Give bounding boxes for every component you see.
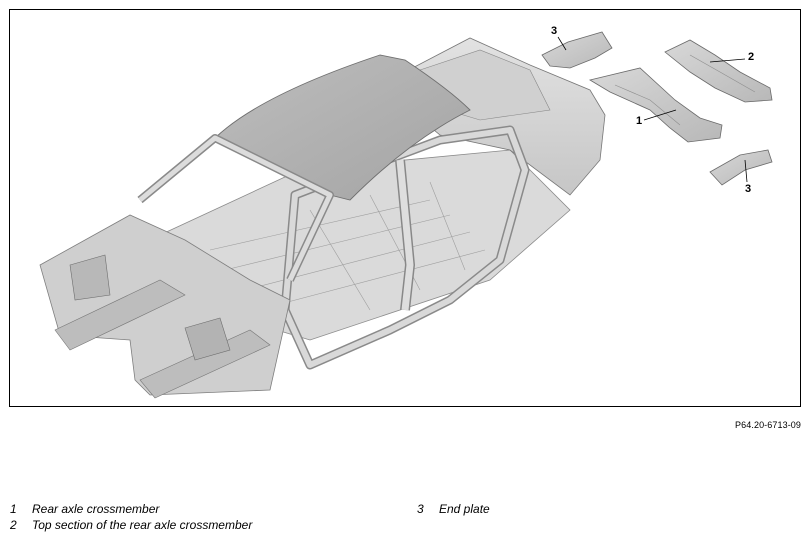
legend-item-3: 3 End plate bbox=[417, 502, 490, 516]
part-top-section-rear-axle-crossmember bbox=[664, 39, 773, 103]
legend-number: 2 bbox=[10, 518, 17, 532]
legend-text: Rear axle crossmember bbox=[32, 502, 160, 516]
legend-item-2: 2 Top section of the rear axle crossmembe… bbox=[10, 518, 252, 532]
body-in-white-illustration: 3 2 1 3 bbox=[39, 25, 773, 399]
callout-leaders bbox=[557, 36, 748, 183]
legend-item-1: 1 Rear axle crossmember bbox=[10, 502, 159, 516]
part-end-plate-lower bbox=[709, 149, 773, 186]
callout-1: 1 bbox=[636, 115, 642, 127]
figure-id: P64.20-6713-09 bbox=[735, 420, 801, 430]
front-rail-left bbox=[54, 279, 186, 351]
callout-2: 2 bbox=[748, 51, 754, 63]
illustration-frame: 3 2 1 3 bbox=[9, 9, 801, 407]
legend-number: 1 bbox=[10, 502, 17, 516]
callout-3-lower: 3 bbox=[745, 183, 751, 195]
callout-3-upper: 3 bbox=[551, 25, 557, 37]
part-end-plate-upper bbox=[541, 31, 613, 69]
shock-tower bbox=[69, 254, 111, 301]
legend-number: 3 bbox=[417, 502, 424, 516]
legend-text: End plate bbox=[439, 502, 490, 516]
strut-tower bbox=[184, 317, 231, 361]
part-rear-axle-crossmember bbox=[588, 67, 723, 143]
legend-text: Top section of the rear axle crossmember bbox=[32, 518, 253, 532]
floor-ribs bbox=[209, 181, 486, 311]
